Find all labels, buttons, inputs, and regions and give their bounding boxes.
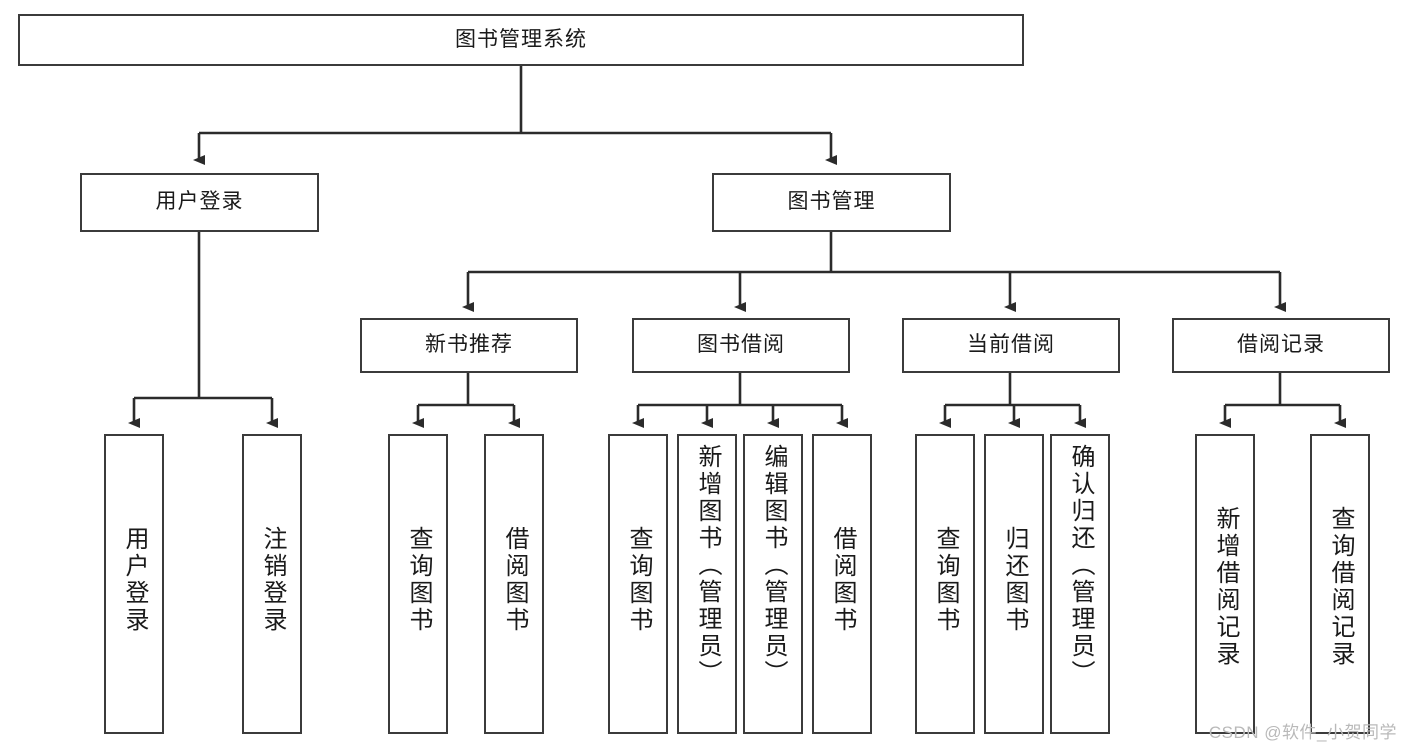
node-book-management[interactable]: 图书管理 [712, 173, 951, 232]
node-user-login[interactable]: 用户登录 [80, 173, 319, 232]
csdn-watermark: CSDN @软件_小贺同学 [1208, 723, 1397, 742]
leaf-records-query-record[interactable]: 查询借阅记录 [1310, 434, 1370, 734]
node-label: 借阅记录 [1237, 333, 1325, 357]
node-label: 新增图书（管理员） [694, 444, 721, 687]
node-label: 查询图书 [405, 526, 432, 634]
leaf-current-return-book[interactable]: 归还图书 [984, 434, 1044, 734]
node-label: 用户登录 [121, 526, 148, 634]
node-label: 当前借阅 [967, 333, 1055, 357]
node-label: 图书借阅 [697, 333, 785, 357]
leaf-user-login-signout[interactable]: 注销登录 [242, 434, 302, 734]
node-label: 编辑图书（管理员） [760, 444, 787, 687]
leaf-user-login-signin[interactable]: 用户登录 [104, 434, 164, 734]
node-current-borrow[interactable]: 当前借阅 [902, 318, 1120, 373]
node-label: 新增借阅记录 [1212, 506, 1239, 668]
node-new-book-recommend[interactable]: 新书推荐 [360, 318, 578, 373]
leaf-borrow-add-book[interactable]: 新增图书（管理员） [677, 434, 737, 734]
node-label: 查询借阅记录 [1327, 506, 1354, 668]
leaf-borrow-borrow-book[interactable]: 借阅图书 [812, 434, 872, 734]
node-label: 归还图书 [1001, 526, 1028, 634]
node-label: 查询图书 [625, 526, 652, 634]
leaf-new-book-query[interactable]: 查询图书 [388, 434, 448, 734]
node-label: 借阅图书 [829, 526, 856, 634]
node-book-borrow[interactable]: 图书借阅 [632, 318, 850, 373]
leaf-new-book-borrow[interactable]: 借阅图书 [484, 434, 544, 734]
node-label: 查询图书 [932, 526, 959, 634]
leaf-current-confirm-return[interactable]: 确认归还（管理员） [1050, 434, 1110, 734]
node-label: 用户登录 [155, 190, 244, 214]
node-label: 借阅图书 [501, 526, 528, 634]
leaf-borrow-query-book[interactable]: 查询图书 [608, 434, 668, 734]
node-root-system[interactable]: 图书管理系统 [18, 14, 1024, 66]
leaf-borrow-edit-book[interactable]: 编辑图书（管理员） [743, 434, 803, 734]
node-label: 新书推荐 [425, 333, 513, 357]
leaf-current-query-book[interactable]: 查询图书 [915, 434, 975, 734]
node-label: 图书管理系统 [455, 27, 587, 51]
node-label: 确认归还（管理员） [1067, 444, 1094, 687]
leaf-records-add-record[interactable]: 新增借阅记录 [1195, 434, 1255, 734]
node-label: 注销登录 [259, 526, 286, 634]
node-borrow-records[interactable]: 借阅记录 [1172, 318, 1390, 373]
node-label: 图书管理 [787, 190, 876, 214]
